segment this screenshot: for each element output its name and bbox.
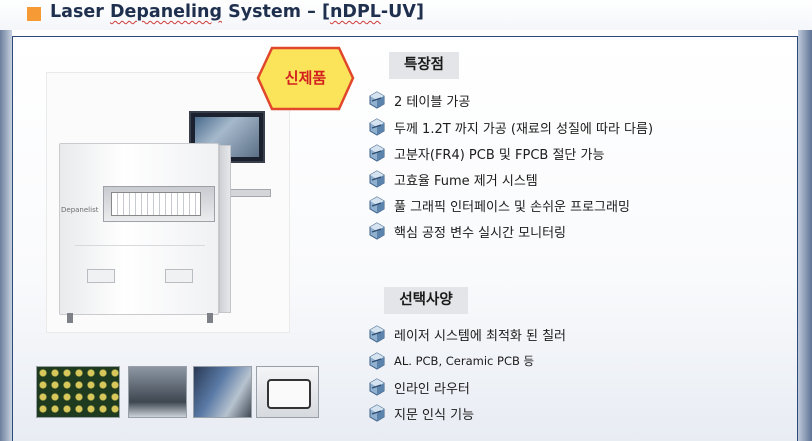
cube-bullet-icon	[369, 352, 385, 370]
feature-item: 풀 그래픽 인터페이스 및 손쉬운 프로그래밍	[368, 194, 630, 216]
cube-bullet-icon	[369, 170, 385, 188]
cube-bullet-icon	[369, 378, 385, 396]
page-title: Laser Depaneling System – [nDPL-UV]	[50, 2, 424, 22]
cube-bullet-icon	[369, 325, 385, 343]
option-item: AL. PCB, Ceramic PCB 등	[368, 350, 534, 372]
cube-bullet-icon	[369, 144, 385, 162]
cube-bullet-icon	[369, 222, 385, 240]
feature-item: 고분자(FR4) PCB 및 FPCB 절단 가능	[368, 142, 604, 164]
option-item: 지문 인식 기능	[368, 402, 474, 424]
thumbnail-laser-head	[193, 366, 252, 418]
option-item: 인라인 라우터	[368, 376, 470, 398]
cube-bullet-icon	[369, 91, 385, 109]
cube-bullet-icon	[369, 118, 385, 136]
title-bar: Laser Depaneling System – [nDPL-UV]	[0, 0, 812, 30]
cube-bullet-icon	[369, 404, 385, 422]
feature-item: 2 테이블 가공	[368, 89, 470, 111]
right-edge-shade	[798, 30, 812, 441]
machine-brand-label: Depanelist	[61, 206, 99, 214]
feature-item: 두께 1.2T 까지 가공 (재료의 성질에 따라 다름)	[368, 116, 653, 138]
machine-body	[59, 143, 219, 315]
left-edge-shade	[0, 30, 12, 441]
badge-label: 신제품	[284, 69, 327, 87]
hexagon-badge-shape	[256, 46, 355, 111]
features-heading: 특장점	[389, 52, 459, 79]
option-item: 레이저 시스템에 최적화 된 칠러	[368, 323, 566, 345]
machine-photo: Depanelist	[46, 72, 290, 333]
title-bullet-square	[27, 7, 41, 21]
options-heading: 선택사양	[384, 287, 468, 314]
thumbnail-tray	[256, 366, 319, 418]
machine-tray	[111, 192, 201, 216]
feature-item: 핵심 공정 변수 실시간 모니터링	[368, 220, 566, 242]
new-product-badge: 신제품	[256, 46, 355, 111]
thumbnail-machine-interior	[128, 366, 187, 418]
cube-bullet-icon	[369, 196, 385, 214]
feature-item: 고효율 Fume 제거 시스템	[368, 168, 538, 190]
thumbnail-pcb-panel	[36, 366, 120, 418]
